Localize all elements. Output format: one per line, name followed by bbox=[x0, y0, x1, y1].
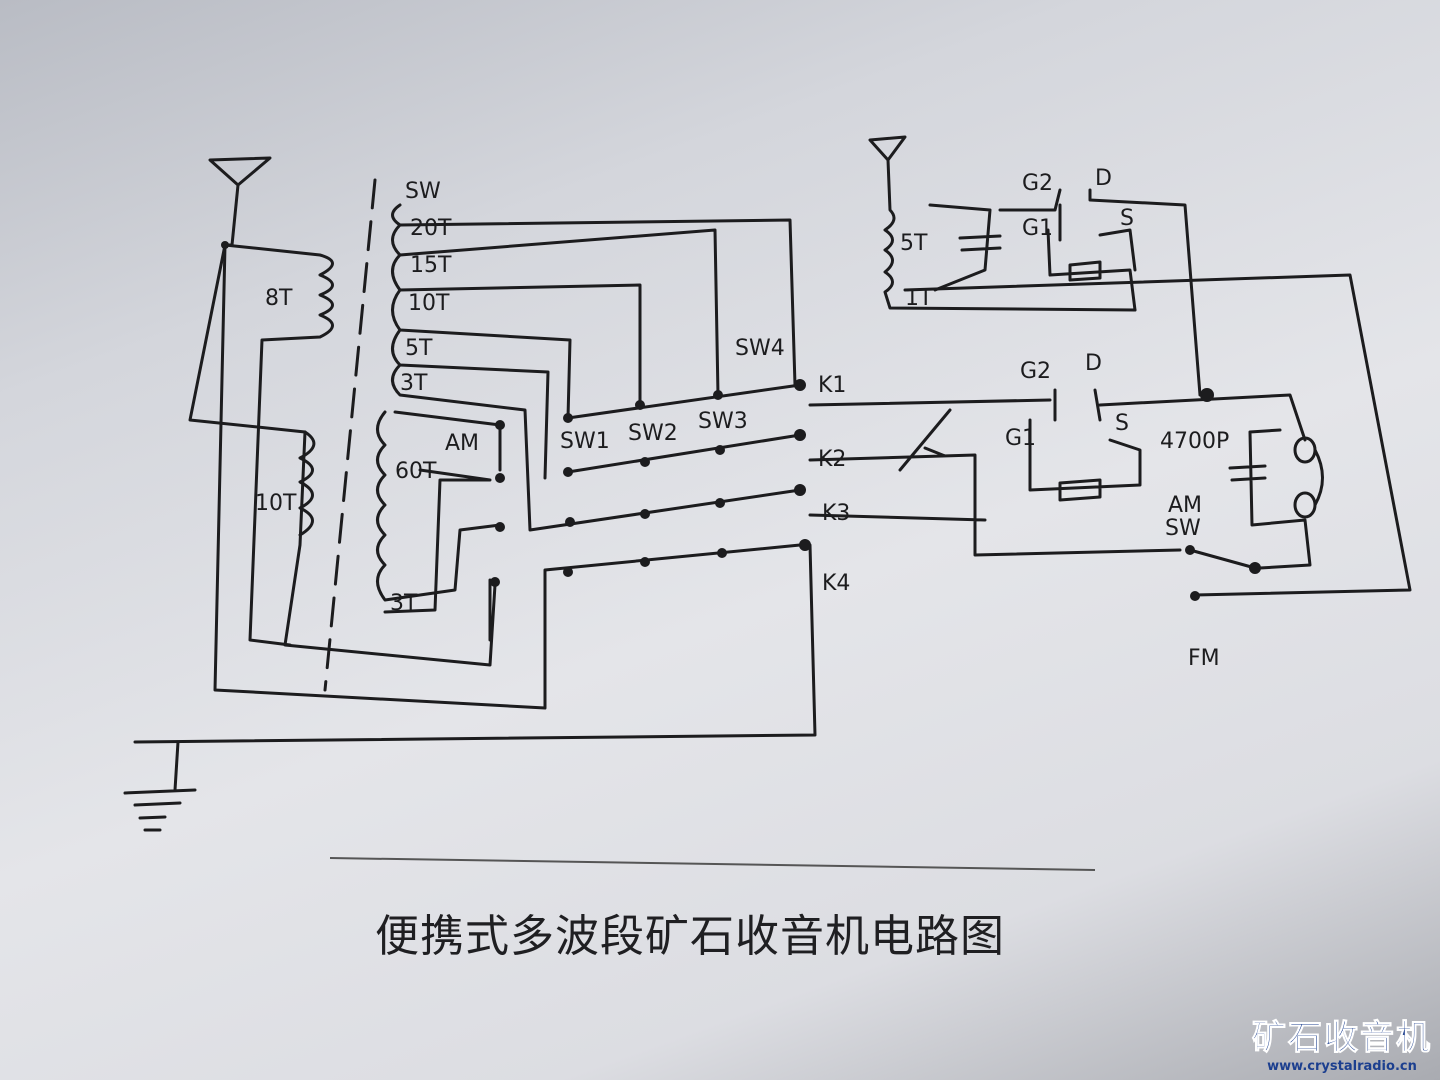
label-sw-switch: SW bbox=[1165, 516, 1201, 541]
label-sw2: SW2 bbox=[628, 421, 678, 446]
label-3t: 3T bbox=[400, 371, 428, 396]
label-k4: K4 bbox=[822, 571, 850, 596]
label-k1: K1 bbox=[818, 373, 846, 398]
label-s-top: S bbox=[1120, 206, 1134, 231]
label-am-switch: AM bbox=[1168, 493, 1202, 518]
label-sw3: SW3 bbox=[698, 409, 748, 434]
label-60t: 60T bbox=[395, 459, 437, 484]
label-g2-bottom: G2 bbox=[1020, 359, 1051, 384]
label-am: AM bbox=[445, 431, 479, 456]
label-g1-top: G1 bbox=[1022, 216, 1053, 241]
label-4700p: 4700P bbox=[1160, 429, 1229, 454]
label-k2: K2 bbox=[818, 447, 846, 472]
label-8t: 8T bbox=[265, 286, 293, 311]
label-d-bottom: D bbox=[1085, 351, 1102, 376]
label-5t: 5T bbox=[405, 336, 433, 361]
label-15t: 15T bbox=[410, 253, 452, 278]
label-s-bottom: S bbox=[1115, 411, 1129, 436]
label-5t-right: 5T bbox=[900, 231, 928, 256]
diagram-title: 便携式多波段矿石收音机电路图 bbox=[375, 911, 1005, 962]
label-3t-bottom: 3T bbox=[390, 591, 418, 616]
junction-dots bbox=[221, 241, 1261, 601]
label-1t: 1T bbox=[905, 286, 933, 311]
label-k3: K3 bbox=[822, 501, 850, 526]
watermark-url: www.crystalradio.cn bbox=[1267, 1059, 1417, 1074]
label-g1-bottom: G1 bbox=[1005, 426, 1036, 451]
component-labels: SW 20T 15T 10T 5T 3T AM 60T 3T 8T 10T SW… bbox=[255, 166, 1229, 671]
divider-line bbox=[329, 857, 1096, 871]
watermark-logo: 矿石收音机 www.crystalradio.cn bbox=[1252, 1010, 1432, 1075]
label-sw1: SW1 bbox=[560, 429, 610, 454]
label-d-top: D bbox=[1095, 166, 1112, 191]
watermark-name: 矿石收音机 bbox=[1252, 1018, 1432, 1059]
label-g2-top: G2 bbox=[1022, 171, 1053, 196]
label-20t: 20T bbox=[410, 216, 452, 241]
label-10t-left: 10T bbox=[255, 491, 297, 516]
label-10t: 10T bbox=[408, 291, 450, 316]
label-sw: SW bbox=[405, 179, 441, 204]
wires bbox=[123, 135, 1412, 832]
label-sw4: SW4 bbox=[735, 336, 785, 361]
label-fm: FM bbox=[1188, 646, 1220, 671]
